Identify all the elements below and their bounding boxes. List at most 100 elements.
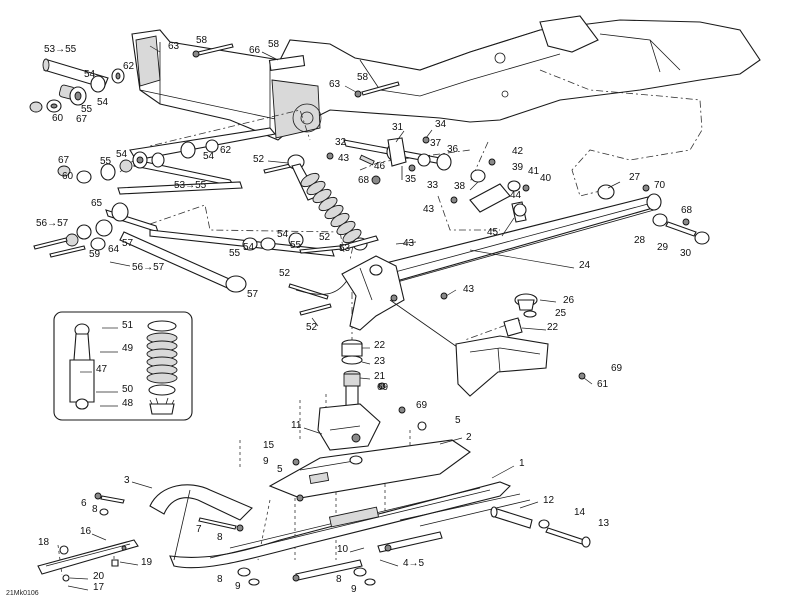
part-number-label: 40 <box>540 173 552 184</box>
steering-pivot <box>326 136 530 223</box>
part-number-label: 66 <box>249 45 261 56</box>
part-number-label: 57 <box>247 289 259 300</box>
part-number-label: 20 <box>93 571 105 582</box>
part-number-label: 15 <box>263 440 275 451</box>
part-number-label: 43 <box>423 204 435 215</box>
part-number-label: 49 <box>122 343 134 354</box>
part-number-label: 9 <box>263 456 269 467</box>
part-number-label: 5 <box>277 464 283 475</box>
part-number-label: 53 <box>339 243 351 254</box>
part-number-label: 54 <box>203 151 215 162</box>
part-number-label: 52 <box>319 232 331 243</box>
upper-a-arm <box>57 127 277 195</box>
part-number-label: 21 <box>374 371 386 382</box>
leader-lines <box>67 45 621 591</box>
part-number-label: 42 <box>512 146 524 157</box>
part-number-label: 54 <box>116 149 128 160</box>
part-number-label: 22 <box>374 340 386 351</box>
part-number-label: 54 <box>97 97 109 108</box>
chassis-frame <box>131 15 761 141</box>
part-number-label: 39 <box>512 162 524 173</box>
part-number-label: 29 <box>657 242 669 253</box>
part-number-label: 32 <box>335 137 347 148</box>
part-number-label: 65 <box>91 198 103 209</box>
part-number-label: 52 <box>253 154 265 165</box>
lower-a-arm <box>33 202 351 300</box>
part-number-label: 44 <box>510 190 522 201</box>
part-number-label: 12 <box>543 495 555 506</box>
part-number-label: 38 <box>454 181 466 192</box>
shock-detail-inset <box>53 311 193 421</box>
part-number-label: 25 <box>555 308 567 319</box>
part-number-label: 69 <box>377 382 389 393</box>
ski <box>149 481 531 581</box>
part-number-label: 62 <box>123 61 135 72</box>
part-number-label: 61 <box>597 379 609 390</box>
part-number-label: 11 <box>291 420 302 431</box>
part-number-label: 26 <box>563 295 575 306</box>
part-number-label: 33 <box>427 180 439 191</box>
spring-coil-detail <box>146 332 178 384</box>
part-number-label: 53→55 <box>44 44 77 55</box>
part-number-label: 28 <box>634 235 646 246</box>
part-number-label: 6 <box>81 498 87 509</box>
part-number-label: 64 <box>108 244 120 255</box>
part-number-label: 54 <box>277 229 289 240</box>
part-number-label: 46 <box>374 161 386 172</box>
part-number-label: 50 <box>122 384 134 395</box>
part-number-label: 68 <box>681 205 693 216</box>
part-number-label: 37 <box>430 138 442 149</box>
part-number-label: 60 <box>62 171 74 182</box>
spindle-cap-parts <box>455 293 586 397</box>
part-number-label: 56→57 <box>36 218 69 229</box>
ski-mount <box>268 439 471 502</box>
part-number-label: 63 <box>168 41 180 52</box>
shock-absorber <box>287 154 379 251</box>
ski-runner <box>37 539 139 582</box>
part-number-label: 1 <box>519 458 525 469</box>
part-number-label: 55 <box>100 156 112 167</box>
part-number-label: 69 <box>611 363 623 374</box>
part-number-label: 8 <box>217 574 223 585</box>
part-number-label: 53→55 <box>174 180 207 191</box>
part-number-label: 55 <box>81 104 93 115</box>
part-number-label: 62 <box>220 145 232 156</box>
part-number-label: 54 <box>243 242 255 253</box>
part-number-label: 47 <box>96 364 108 375</box>
part-number-label: 13 <box>598 518 610 529</box>
part-number-label: 58 <box>268 39 280 50</box>
part-number-label: 10 <box>337 544 349 555</box>
shock-spring-coils <box>300 172 362 244</box>
part-number-label: 51 <box>122 320 134 331</box>
part-number-label: 58 <box>196 35 208 46</box>
part-number-label: 2 <box>466 432 472 443</box>
ski-bracket <box>317 403 427 451</box>
part-number-label: 43 <box>403 238 415 249</box>
part-number-label: 19 <box>141 557 153 568</box>
part-number-label: 43 <box>463 284 475 295</box>
part-number-label: 35 <box>405 174 417 185</box>
part-number-label: 31 <box>392 122 404 133</box>
trailing-arm <box>365 184 710 289</box>
part-number-label: 24 <box>579 260 591 271</box>
part-number-label: 34 <box>435 119 447 130</box>
part-number-label: 48 <box>122 398 134 409</box>
part-number-label: 55 <box>229 248 241 259</box>
ski-axle <box>94 492 591 586</box>
upper-bolts <box>192 43 400 174</box>
part-number-label: 57 <box>122 238 134 249</box>
drawing-reference-code: 21Mk0106 <box>6 590 39 597</box>
part-number-label: 52 <box>306 322 318 333</box>
part-number-label: 70 <box>654 180 666 191</box>
part-number-label: 14 <box>574 507 586 518</box>
part-number-label: 63 <box>329 79 341 90</box>
part-number-label: 52 <box>279 268 291 279</box>
part-number-label: 60 <box>52 113 64 124</box>
part-number-label: 36 <box>447 144 459 155</box>
part-number-label: 68 <box>358 175 370 186</box>
part-number-label: 8 <box>336 574 342 585</box>
part-number-label: 23 <box>374 356 386 367</box>
part-number-label: 22 <box>547 322 559 333</box>
